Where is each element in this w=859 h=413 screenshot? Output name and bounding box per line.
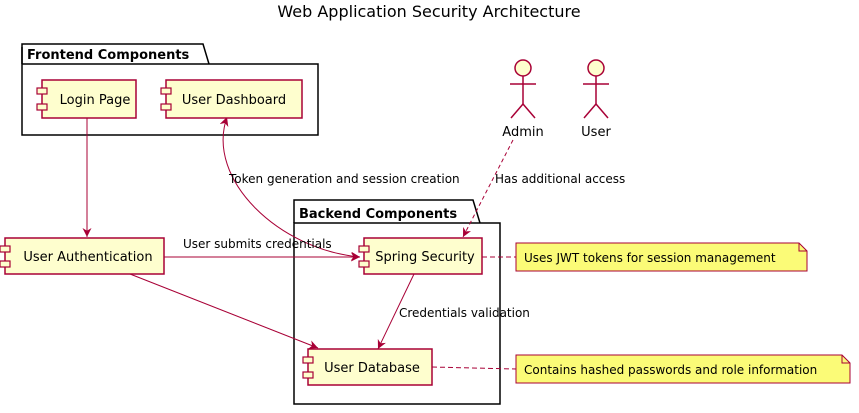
hashed-note-text: Contains hashed passwords and role infor… — [524, 363, 817, 377]
login-page-component: Login Page — [36, 79, 137, 119]
spring-security-label: Spring Security — [375, 250, 475, 265]
frontend-package-title: Frontend Components — [27, 48, 190, 63]
user-dashboard-component: User Dashboard — [160, 79, 303, 119]
frontend-package: Frontend Components — [21, 43, 319, 136]
backend-package-title: Backend Components — [299, 207, 457, 222]
diagram-title: Web Application Security Architecture — [277, 2, 580, 21]
edge-database-to-hashed-note — [431, 366, 517, 370]
user-authentication-label: User Authentication — [23, 250, 152, 265]
user-actor-label: User — [581, 125, 611, 140]
admin-actor: Admin — [502, 59, 544, 140]
admin-actor-label: Admin — [502, 125, 543, 140]
edge-label-credentials-validation: Credentials validation — [399, 306, 530, 320]
jwt-note: Uses JWT tokens for session management — [515, 242, 808, 272]
edge-auth-to-database — [129, 273, 319, 349]
edge-dashboard-spring — [219, 116, 361, 261]
login-page-label: Login Page — [60, 93, 131, 108]
user-database-component: User Database — [302, 348, 433, 386]
edge-label-token-generation: Token generation and session creation — [228, 172, 460, 186]
edge-label-user-submits: User submits credentials — [183, 237, 332, 251]
edge-spring-to-database — [377, 273, 415, 350]
user-dashboard-label: User Dashboard — [182, 93, 286, 108]
hashed-note: Contains hashed passwords and role infor… — [515, 354, 851, 384]
jwt-note-text: Uses JWT tokens for session management — [524, 251, 776, 265]
user-database-label: User Database — [324, 361, 420, 376]
user-authentication-component: User Authentication — [0, 237, 165, 275]
edge-label-has-access: Has additional access — [495, 172, 625, 186]
spring-security-component: Spring Security — [358, 237, 483, 275]
user-actor: User — [581, 59, 611, 140]
